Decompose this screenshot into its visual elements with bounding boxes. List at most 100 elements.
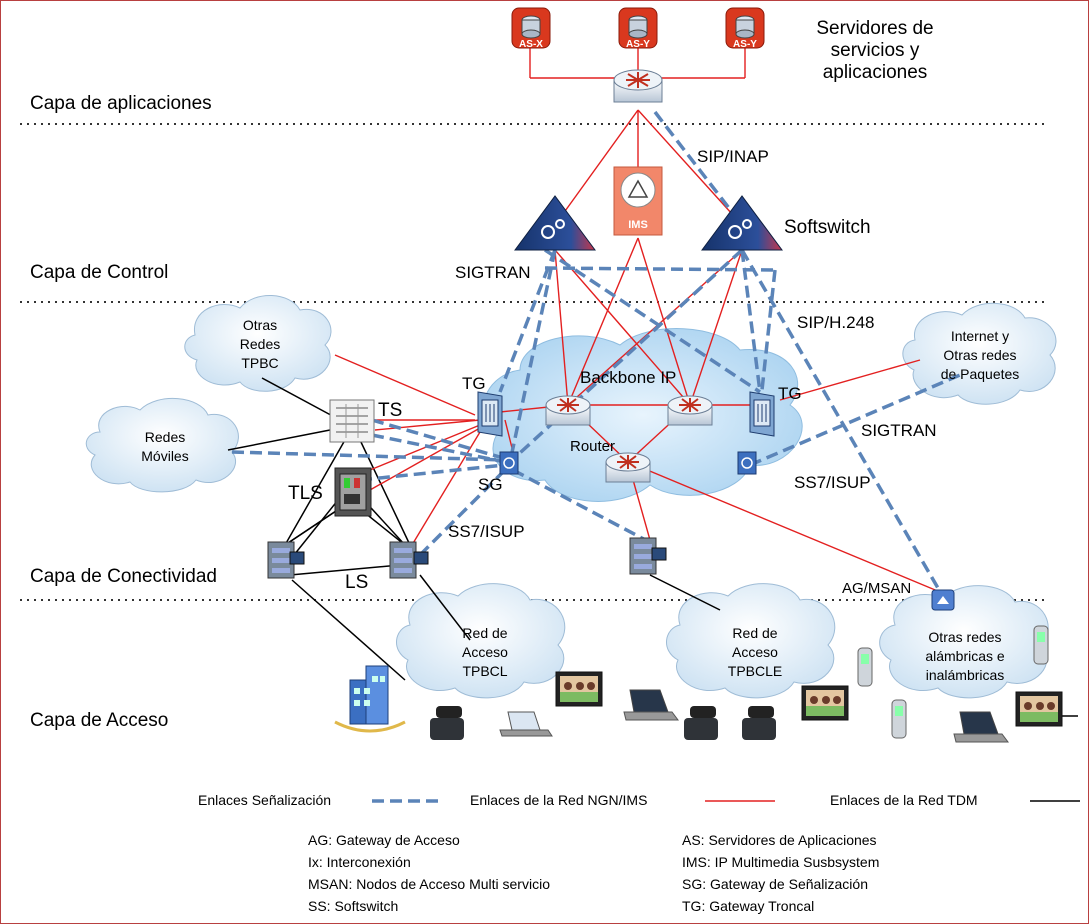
sg-label: SG	[478, 475, 503, 494]
cloud-acceso-tpbcl-label: Red de Acceso TPBCL	[425, 624, 545, 681]
router-backbone-left-icon	[545, 395, 591, 426]
ts-switch-icon	[329, 399, 375, 443]
cloud-otras-tpbc	[184, 295, 332, 392]
cloud-acceso-tpbcl	[396, 583, 566, 699]
cloud-otras-alambricas-line-2: alámbricas e	[925, 648, 1005, 664]
cloud-acceso-tpbcl-line-3: TPBCL	[462, 663, 508, 679]
protocol-sigtran-left: SIGTRAN	[455, 263, 531, 282]
legend-signaling-label: Enlaces Señalización	[198, 792, 332, 808]
building-icon	[334, 665, 406, 733]
softswitch-right-icon	[701, 195, 783, 251]
mobile-icon-1	[857, 647, 873, 687]
cloud-acceso-tpbcle-label: Red de Acceso TPBCLE	[695, 624, 815, 681]
server-as-x	[511, 7, 551, 49]
tv-icon-2	[801, 685, 849, 721]
laptop-icon-1	[499, 711, 553, 737]
tv-icon-1	[555, 671, 603, 707]
ls-label: LS	[345, 572, 369, 593]
softswitch-left-icon	[514, 195, 596, 251]
laptop-icon-3	[953, 711, 1009, 743]
glossary-sg: SG: Gateway de Señalización	[682, 876, 868, 892]
access-switch-left-icon	[267, 541, 305, 579]
cloud-moviles-label: Redes Móviles	[105, 428, 225, 466]
cloud-otras-tpbc-line-1: Otras	[242, 317, 278, 333]
mobile-icon-3	[1033, 625, 1049, 665]
cloud-moviles-line-2: Móviles	[141, 448, 189, 464]
mobile-icon-2	[891, 699, 907, 739]
legend-tdm-label: Enlaces de la Red TDM	[830, 792, 978, 808]
protocol-sigtran-right: SIGTRAN	[861, 421, 937, 440]
cloud-acceso-tpbcl-line-1: Red de	[462, 625, 508, 641]
layer-conectividad-label: Capa de Conectividad	[30, 566, 217, 587]
glossary-tg: TG: Gateway Troncal	[682, 898, 815, 914]
servers-title-line-3: aplicaciones	[822, 62, 928, 83]
servers-title-line-2: servicios y	[830, 40, 920, 61]
cloud-internet	[902, 302, 1057, 405]
cloud-otras-tpbc-line-2: Redes	[239, 336, 281, 352]
cloud-otras-tpbc-label: Otras Redes TPBC	[200, 316, 320, 373]
phone-icon-1	[430, 706, 464, 740]
glossary-ag: AG: Gateway de Acceso	[308, 832, 460, 848]
laptop-icon-2	[623, 689, 679, 721]
glossary-ims: IMS: IP Multimedia Susbsystem	[682, 854, 880, 870]
cloud-moviles-line-1: Redes	[144, 429, 186, 445]
router-aplicaciones-icon	[613, 69, 663, 103]
cloud-acceso-tpbcl-line-2: Acceso	[462, 644, 508, 660]
tg-left-icon	[477, 391, 503, 437]
ts-label: TS	[378, 400, 403, 421]
access-switch-mid-icon	[389, 541, 429, 579]
cloud-otras-alambricas-label: Otras redes alámbricas e inalámbricas	[905, 628, 1025, 685]
cloud-acceso-tpbcle-line-3: TPBCLE	[727, 663, 783, 679]
protocol-ss7-isup-left: SS7/ISUP	[448, 522, 525, 541]
protocol-ss7-isup-right: SS7/ISUP	[794, 473, 871, 492]
phone-icon-3	[742, 706, 776, 740]
access-switch-right-icon	[629, 537, 667, 575]
cloud-acceso-tpbcle-line-1: Red de	[732, 625, 778, 641]
server-as-y-2	[725, 7, 765, 49]
cloud-internet-line-3: de Paquetes	[940, 366, 1020, 382]
tg-right-icon	[749, 391, 775, 437]
glossary-ss: SS: Softswitch	[308, 898, 399, 914]
tls-label: TLS	[288, 483, 323, 504]
cloud-otras-alambricas-line-1: Otras redes	[928, 629, 1002, 645]
servers-title: Servidores de servicios y aplicaciones	[790, 18, 960, 84]
ims-label: IMS	[628, 219, 648, 231]
servers-title-line-1: Servidores de	[816, 18, 934, 39]
signaling-links	[231, 110, 961, 596]
layer-aplicaciones-label: Capa de aplicaciones	[30, 93, 212, 114]
tls-switch-icon	[334, 467, 372, 517]
ims-icon	[613, 166, 663, 236]
router-backbone-bottom-icon	[605, 452, 651, 483]
softswitch-label: Softswitch	[784, 217, 871, 238]
cloud-internet-line-1: Internet y	[950, 328, 1010, 344]
backbone-label: Backbone IP	[580, 368, 677, 387]
protocol-sip-h248: SIP/H.248	[797, 313, 875, 332]
ag-msan-icon	[931, 589, 955, 611]
cloud-acceso-tpbcle	[666, 583, 836, 699]
cloud-internet-label: Internet y Otras redes de Paquetes	[915, 327, 1045, 384]
cloud-moviles	[85, 398, 239, 493]
server-label-as-y-2: AS-Y	[733, 39, 757, 50]
tg-left-label: TG	[462, 374, 486, 393]
server-as-y-1	[618, 7, 658, 49]
phone-icon-2	[684, 706, 718, 740]
protocol-sip-inap: SIP/INAP	[697, 147, 769, 166]
glossary-ix: Ix: Interconexión	[308, 854, 411, 870]
tv-icon-3	[1015, 691, 1063, 727]
tg-right-label: TG	[778, 384, 802, 403]
router-backbone-right-icon	[667, 395, 713, 426]
cloud-otras-tpbc-line-3: TPBC	[241, 355, 279, 371]
server-label-as-y-1: AS-Y	[626, 39, 650, 50]
legend-ngn-label: Enlaces de la Red NGN/IMS	[470, 792, 648, 808]
glossary-as: AS: Servidores de Aplicaciones	[682, 832, 877, 848]
layer-acceso-label: Capa de Acceso	[30, 710, 169, 731]
ag-msan-label: AG/MSAN	[842, 580, 912, 597]
layer-control-label: Capa de Control	[30, 262, 169, 283]
router-label: Router	[570, 438, 616, 455]
sg-left-icon	[499, 451, 519, 475]
sg-right-icon	[737, 451, 757, 475]
cloud-acceso-tpbcle-line-2: Acceso	[732, 644, 778, 660]
glossary-msan: MSAN: Nodos de Acceso Multi servicio	[308, 876, 550, 892]
server-label-as-x: AS-X	[519, 39, 543, 50]
